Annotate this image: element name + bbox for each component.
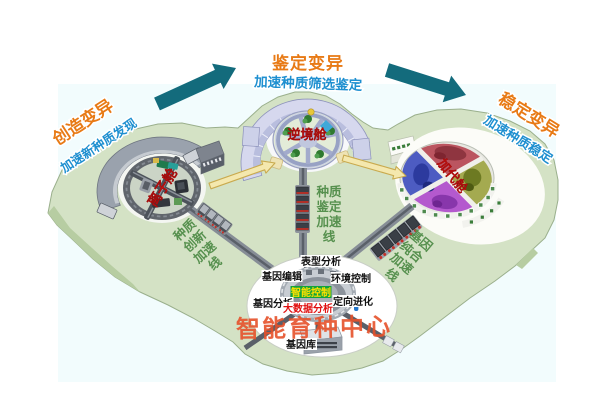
svg-text:加速种质筛选鉴定: 加速种质筛选鉴定 [253,73,363,93]
svg-text:智能育种中心: 智能育种中心 [236,313,392,344]
svg-text:基因分析: 基因分析 [252,297,293,310]
svg-text:定向进化: 定向进化 [333,295,373,308]
svg-text:加速: 加速 [315,214,342,229]
svg-text:大数据分析: 大数据分析 [283,302,333,315]
svg-text:基因库: 基因库 [285,338,316,351]
svg-text:环境控制: 环境控制 [331,272,371,285]
svg-text:线: 线 [323,229,336,244]
svg-text:鉴定变异: 鉴定变异 [271,53,344,73]
svg-text:鉴定: 鉴定 [315,199,342,214]
svg-text:种质: 种质 [315,184,342,199]
svg-text:基因编辑: 基因编辑 [261,270,302,283]
svg-text:表型分析: 表型分析 [300,255,341,268]
svg-text:逆境舱: 逆境舱 [287,127,327,142]
svg-text:智能控制: 智能控制 [291,286,331,299]
